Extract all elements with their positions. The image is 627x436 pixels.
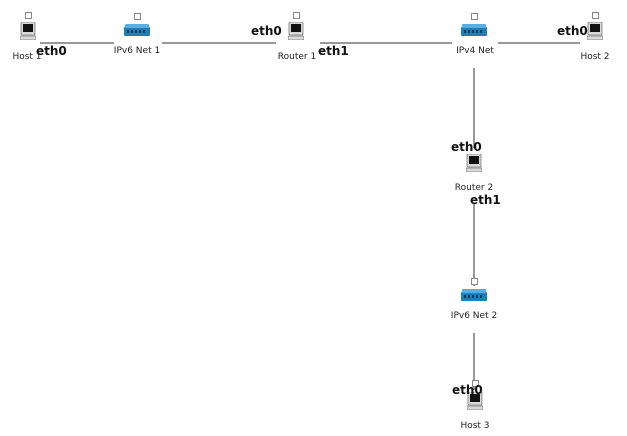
node-label: Host 1 (12, 52, 42, 62)
selection-marker (134, 13, 141, 20)
port-label-router2-eth0: eth0 (451, 140, 482, 154)
node-label: IPv4 Net (456, 46, 494, 56)
selection-marker (471, 278, 478, 285)
computer-icon (20, 22, 36, 40)
selection-marker (592, 12, 599, 19)
node-label: IPv6 Net 1 (113, 46, 161, 56)
hub-icon (124, 24, 150, 36)
node-label: Router 2 (454, 183, 494, 193)
port-label-host2-eth0: eth0 (557, 24, 588, 38)
port-label-router1-eth1: eth1 (318, 44, 349, 58)
node-label: Host 2 (580, 52, 610, 62)
node-label: IPv6 Net 2 (450, 311, 498, 321)
selection-marker (293, 12, 300, 19)
node-label: Router 1 (277, 52, 317, 62)
selection-marker (25, 12, 32, 19)
port-label-router1-eth0: eth0 (251, 24, 282, 38)
node-label: Host 3 (460, 421, 490, 431)
hub-icon (461, 289, 487, 301)
port-label-host1-eth0: eth0 (36, 44, 67, 58)
computer-icon (466, 154, 482, 172)
computer-icon (288, 22, 304, 40)
hub-icon (461, 24, 487, 36)
computer-icon (467, 392, 483, 410)
port-label-host3-eth0: eth0 (452, 383, 483, 397)
selection-marker (471, 13, 478, 20)
computer-icon (587, 22, 603, 40)
selection-marker (472, 380, 479, 387)
port-label-router2-eth1: eth1 (470, 193, 501, 207)
